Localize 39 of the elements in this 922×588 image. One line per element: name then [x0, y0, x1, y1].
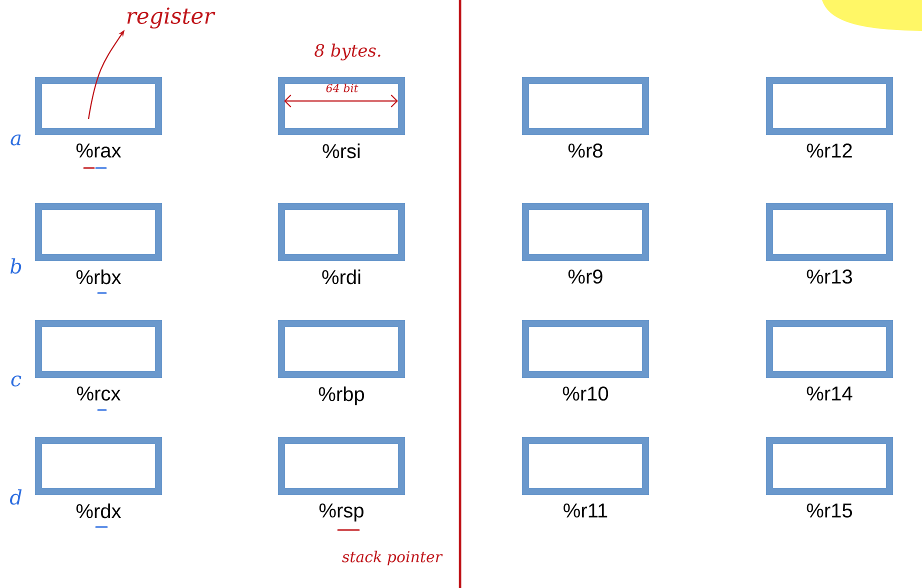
register-box: %rcx: [35, 320, 162, 401]
register-box: %r13: [766, 203, 893, 284]
row-letter: a: [10, 134, 21, 146]
register-box: %rsp: [278, 437, 405, 522]
node-label: %rax: [76, 144, 122, 158]
node-label: %rbp: [318, 386, 364, 406]
register-box: %r8: [522, 77, 649, 158]
row-letter: b: [10, 258, 22, 274]
register-box: %r14: [766, 320, 893, 401]
node-label: %r10: [562, 386, 608, 401]
node-label: %rbx: [76, 270, 122, 284]
node-label: %rdi: [322, 270, 360, 284]
node-label: %rsp: [319, 504, 364, 522]
handwritten-note: register: [127, 7, 216, 29]
node-label: %r15: [806, 504, 852, 518]
node-label: %rsi: [322, 144, 360, 158]
handwritten-note: stack pointer: [342, 550, 443, 566]
node-label: %rcx: [76, 386, 121, 401]
node-label: %r11: [564, 504, 608, 518]
node-label: %r8: [568, 144, 602, 158]
register-box: %rdx: [35, 437, 162, 518]
register-box: %r10: [522, 320, 649, 401]
row-letter: c: [11, 376, 22, 386]
node-label: %r14: [806, 386, 852, 401]
row-letter: d: [10, 489, 22, 505]
node-label: %r13: [806, 270, 852, 284]
node-label: %r12: [806, 144, 852, 158]
register-box: %r11: [522, 437, 649, 518]
register-box: %r15: [766, 437, 893, 518]
register-box: %rdi: [278, 203, 405, 284]
register-box: %rax: [35, 77, 162, 158]
register-box: %r9: [522, 203, 649, 284]
handwritten-note: 8 bytes.: [314, 44, 380, 60]
handwritten-note: 64 bit: [326, 84, 358, 92]
register-box: %rbp: [278, 320, 405, 406]
node-label: %r9: [568, 270, 602, 284]
node-label: %rdx: [76, 504, 122, 518]
register-box: %r12: [766, 77, 893, 158]
register-box: %rbx: [35, 203, 162, 284]
